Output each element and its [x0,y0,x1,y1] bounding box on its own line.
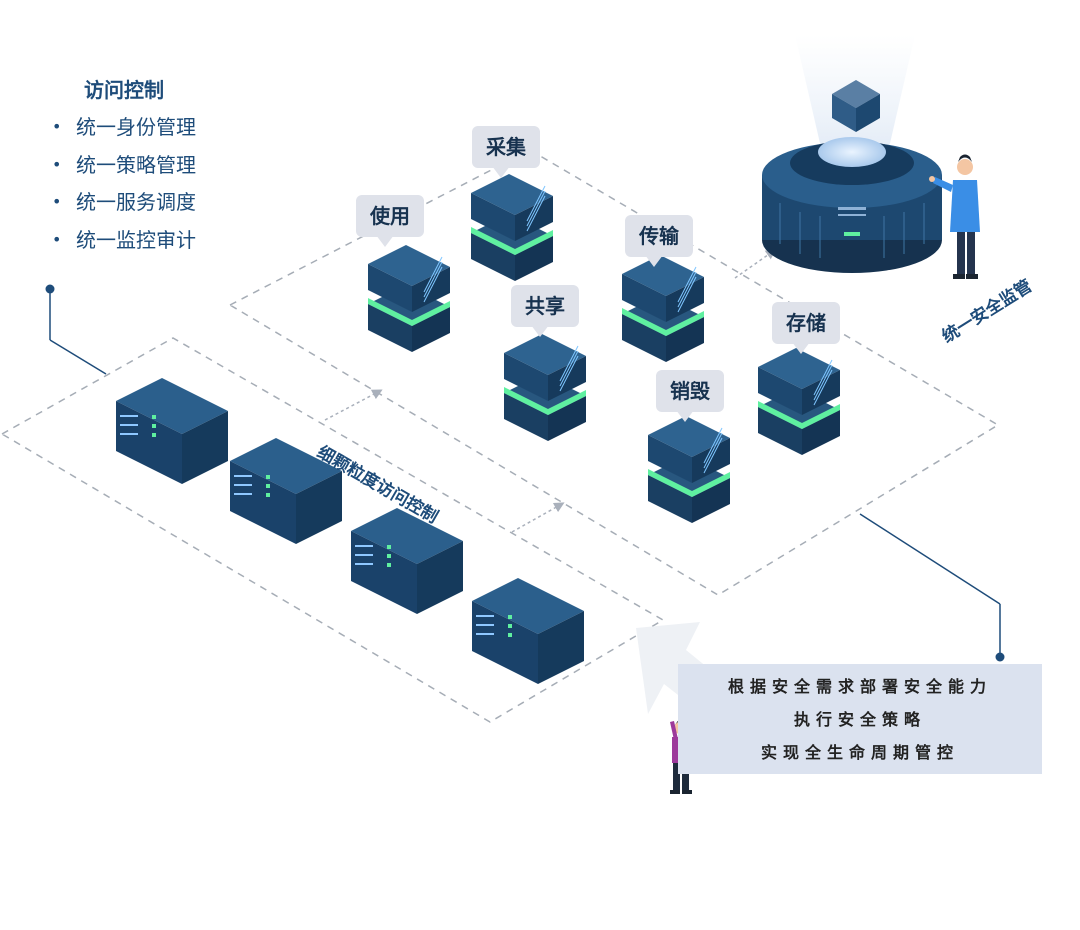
server-slot [234,475,252,477]
flow-arrow-2 [511,502,565,533]
access-control-item: •统一策略管理 [52,150,196,188]
server-slot [234,493,252,495]
server-slot [476,615,494,617]
server-slot [120,433,138,435]
server-glow [648,469,730,497]
access-control-list: •统一身份管理 •统一策略管理 •统一服务调度 •统一监控审计 [52,112,196,262]
vent-line [703,432,723,469]
vent-line [526,190,546,227]
bullet-icon: • [52,229,62,249]
access-control-title: 访问控制 [84,78,164,102]
server-glow [504,387,586,415]
server-glow [758,401,840,429]
flat-server-2 [230,438,342,544]
vent-line [813,369,833,406]
server-slot [120,415,138,417]
vent-line [677,266,697,303]
vent-line [813,359,833,396]
vent-line [423,256,443,293]
status-light [387,563,391,567]
upper-platform-outline [228,149,1000,596]
server-slot [234,484,252,486]
vent-line [703,427,723,464]
vent-line [677,271,697,308]
flat-server-1 [116,378,228,484]
info-box: 根据安全需求部署安全能力 执行安全策略 实现全生命周期管控 [678,664,1042,774]
bubble-destroy: 销毁 [656,370,724,422]
vent-line [703,437,723,474]
status-light [266,475,270,479]
bubble-store: 存储 [772,302,840,354]
server-slot [476,633,494,635]
server-slot [355,563,373,565]
server-glow [368,298,450,326]
status-light [266,484,270,488]
bubble-transmit: 传输 [625,215,693,267]
server-slot [476,624,494,626]
bubble-collect: 采集 [472,126,540,178]
server-slot [120,424,138,426]
status-light [152,433,156,437]
stacked-server-3 [504,334,586,441]
vent-line [813,364,833,401]
status-light [508,633,512,637]
vent-line [559,345,579,382]
vent-line [526,195,546,232]
flat-servers [116,378,584,684]
bubble-share: 共享 [511,285,579,337]
status-light [152,415,156,419]
bullet-icon: • [52,192,62,211]
flat-server-3 [351,508,463,614]
stacked-server-5 [648,416,730,523]
stacked-server-6 [758,348,840,455]
info-line: 执行安全策略 [793,709,926,729]
person-operator [929,154,980,279]
server-slot [355,554,373,556]
server-glow [622,308,704,336]
bullet-icon: • [52,117,62,136]
bubble-use: 使用 [356,195,424,247]
stacked-server-2 [471,174,553,281]
server-slot [355,545,373,547]
access-control-item: •统一监控审计 [52,225,196,263]
access-control-item: •统一身份管理 [52,112,196,150]
right-connector [859,513,1005,662]
stacked-servers [368,174,840,523]
vent-line [677,276,697,313]
server-glow [471,227,553,255]
flat-server-4 [472,578,584,684]
stacked-server-1 [368,245,450,352]
vent-line [559,355,579,392]
flow-arrow-1 [324,389,383,421]
vent-line [526,185,546,222]
vent-line [423,266,443,303]
status-light [152,424,156,428]
status-light [387,545,391,549]
status-light [508,624,512,628]
vent-line [423,261,443,298]
access-control-item: •统一服务调度 [52,187,196,225]
bullet-icon: • [52,154,62,174]
vent-line [559,350,579,387]
left-connector [45,284,107,375]
info-line: 根据安全需求部署安全能力 [727,676,992,696]
supervision-device [762,35,942,273]
flow-arrow-3 [734,248,777,279]
status-light [387,554,391,558]
info-line: 实现全生命周期管控 [760,742,959,762]
status-light [508,615,512,619]
lower-platform-outline [0,337,665,723]
stacked-server-4 [622,255,704,362]
status-light [266,493,270,497]
